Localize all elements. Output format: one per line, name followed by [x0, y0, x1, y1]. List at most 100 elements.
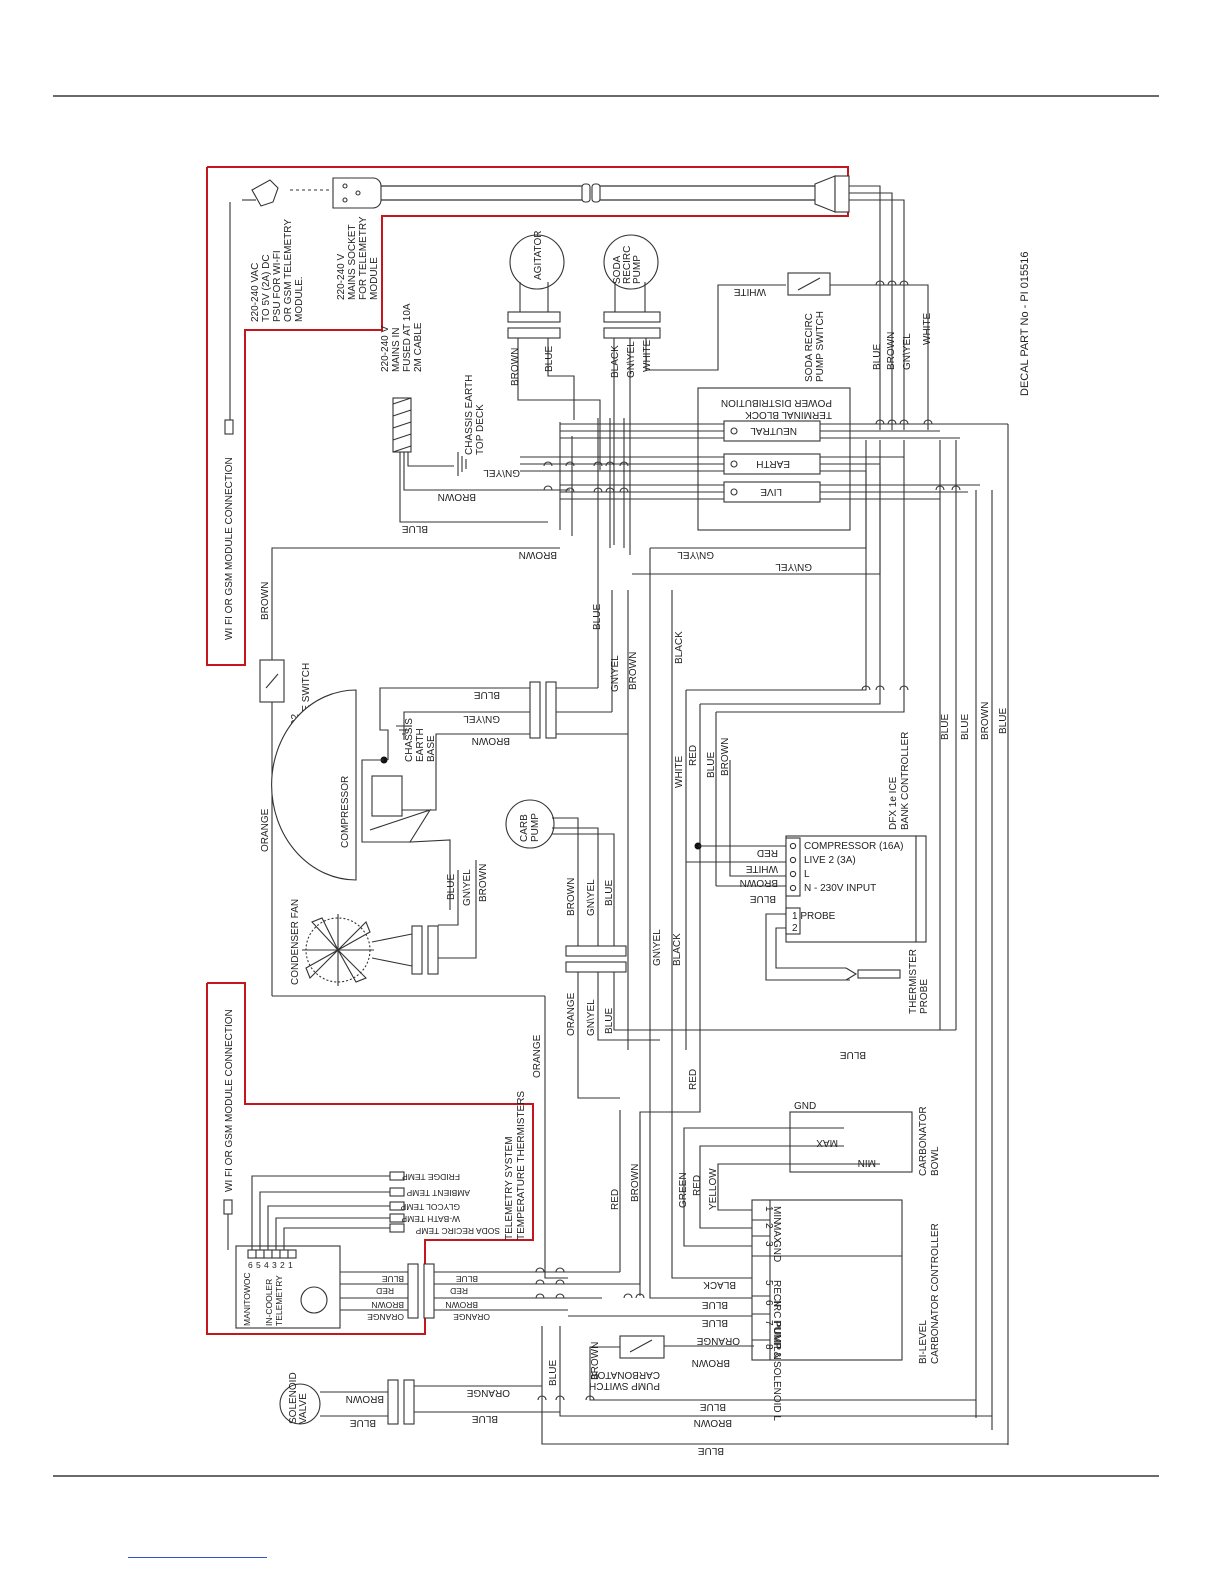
ice-term-probe1: 1 PROBE [792, 911, 836, 922]
bowl-max-label: MAX [816, 1137, 838, 1148]
thermistor-probe-icon [857, 969, 901, 979]
thermistor-label: THERMISTER PROBE [908, 949, 930, 1014]
mod2-blue-label: BLUE [455, 1274, 478, 1284]
ice-brown-label: BROWN [720, 738, 731, 776]
solenoid-line-2: VALVE [298, 1393, 309, 1424]
socket-label: 220-240 V MAINS SOCKET FOR TELEMETRY MOD… [336, 216, 380, 300]
gnyel-horizontal-label-2: GN\YEL [775, 561, 812, 572]
bi-num-7: 7 [763, 1320, 774, 1326]
bowl-yellow-label: YELLOW [708, 1168, 719, 1210]
chassis-base-line-2: EARTH [415, 728, 426, 762]
soda-switch-line-1: SODA RECIRC [804, 313, 815, 382]
compressor-icon [271, 689, 357, 881]
right-gnyel-label: GN\YEL [902, 333, 913, 370]
soda-pump-line-1: SODA [612, 255, 623, 284]
bi-black-label: BLACK [703, 1279, 736, 1290]
mains-gnyel-label: GN\YEL [483, 467, 520, 478]
telemetry-label: TELEMETRY SYSTEM TEMPERATURE THERMISTERS [504, 1091, 527, 1240]
ice-blue-label: BLUE [706, 752, 717, 778]
socket-line-3: FOR TELEMETRY [358, 216, 369, 300]
probe-soda: SODA RECIRC TEMP [415, 1226, 500, 1236]
ice-term-l: L [804, 869, 810, 880]
agitator-blue-label: BLUE [544, 346, 555, 372]
orange-long-label: ORANGE [532, 1034, 543, 1078]
trunk-blue-label: BLUE [592, 604, 603, 630]
bi-blue-label-1: BLUE [702, 1299, 728, 1310]
soda-pump-label: SODA RECIRC PUMP [612, 246, 643, 284]
mains-socket-icon [332, 177, 382, 209]
co2-brown-label-v: BROWN [260, 582, 271, 620]
wifi-top-label: WI FI OR GSM MODULE CONNECTION [224, 457, 235, 640]
psu-line-5: MODULE. [294, 276, 305, 322]
fan-blue-label: BLUE [446, 874, 457, 900]
ice-bank-line-2: BANK CONTROLLER [900, 732, 911, 830]
ice-term-blue: BLUE [750, 893, 776, 904]
bottom-blue-label-2: BLUE [698, 1445, 724, 1456]
ice-term-probe2: 2 [792, 923, 798, 934]
solenoid-line-1: SOLENOID [288, 1372, 299, 1424]
wifi-bottom-connector-icon [223, 1199, 233, 1215]
ice-term-red: RED [757, 847, 778, 858]
mod-brown-vert-label: BROWN [630, 1164, 641, 1202]
sw-brown-label: BROWN [590, 1342, 601, 1380]
cp2-gnyel-label: GN\YEL [586, 999, 597, 1036]
trunk-black-label-2: BLACK [672, 933, 683, 966]
bi-term-pump-solenoid: PUMP & SOLENOID L [771, 1320, 782, 1421]
chassis-base-label: CHASSIS EARTH BASE [404, 718, 437, 762]
carbonator-pump-switch-icon [619, 1335, 665, 1359]
chassis-top-line-1: CHASSIS EARTH [464, 375, 475, 455]
carb-bowl-label: CARBONATOR BOWL [918, 1106, 941, 1176]
mains-brown-label: BROWN [438, 491, 476, 502]
ice-term-n: N - 230V INPUT [804, 883, 876, 894]
condenser-fan-label: CONDENSER FAN [290, 899, 301, 985]
ice-term-compressor: COMPRESSOR (16A) [804, 841, 903, 852]
bi-level-controller [751, 1199, 903, 1361]
trunk-black-label: BLACK [674, 631, 685, 664]
mod-blue-label: BLUE [381, 1274, 404, 1284]
carb-switch-label: CARBONATOR PUMP SWITCH [589, 1369, 660, 1391]
bottom-brown-label: BROWN [694, 1417, 732, 1428]
bowl-red-label: RED [692, 1175, 703, 1196]
trunk-brown-label: BROWN [628, 652, 639, 690]
carb-pump-icon [505, 799, 555, 849]
mod-red-label: RED [376, 1286, 394, 1296]
bi-num-1: 1 [763, 1206, 774, 1212]
module-line-2: IN-COOLER [264, 1279, 274, 1326]
sol-brown-label: BROWN [346, 1393, 384, 1404]
probe-glycol: GLYCOL TEMP [400, 1202, 460, 1212]
probe-fridge: FRIDGE TEMP [402, 1172, 460, 1182]
mod-red-vert-label: RED [610, 1189, 621, 1210]
terminal-neutral-label: NEUTRAL [750, 425, 797, 436]
chassis-base-line-3: BASE [426, 735, 437, 762]
socket-line-2: MAINS SOCKET [347, 224, 358, 300]
soda-pump-line-3: PUMP [632, 255, 643, 284]
psu-label: 220-240 VAC TO 5V (2A) DC PSU FOR WI-FI … [250, 219, 305, 322]
right-blue-label: BLUE [872, 344, 883, 370]
bi-term-n: N [771, 1300, 782, 1307]
agitator-label: AGITATOR [533, 231, 544, 280]
right-white-label: WHITE [922, 312, 933, 345]
soda-pump-motor-icon [603, 234, 659, 290]
soda-switch-line-2: PUMP SWITCH [815, 311, 826, 382]
module-pin-header [247, 1249, 297, 1259]
chassis-base-line-1: CHASSIS [404, 718, 415, 762]
agitator-motor-icon [509, 234, 565, 290]
terminal-block-title-2: TERMINAL BLOCK [745, 409, 832, 420]
ice-term-live2: LIVE 2 (3A) [804, 855, 856, 866]
soda-pump-line-2: RECIRC [622, 246, 633, 284]
terminal-earth-label: EARTH [756, 458, 790, 469]
bi-level-line-2: CARBONATOR CONTROLLER [930, 1223, 941, 1364]
pin-1: 1 [288, 1260, 293, 1270]
bi-orange-label: ORANGE [696, 1335, 740, 1346]
ice-blue-bottom-label: BLUE [840, 1049, 866, 1060]
wifi-region-bottom-outline [206, 982, 534, 1335]
psu-line-3: PSU FOR WI-FI [272, 250, 283, 322]
pin-4: 4 [264, 1260, 269, 1270]
bowl-green-label: GREEN [678, 1172, 689, 1208]
ice-bank-controller [785, 835, 917, 943]
comp-gnyel-label: GN\YEL [463, 713, 500, 724]
solenoid-label: SOLENOID VALVE [288, 1372, 309, 1424]
mains-line-1: 220-240 V [380, 326, 391, 372]
far-blue-label-3: BLUE [998, 708, 1009, 734]
